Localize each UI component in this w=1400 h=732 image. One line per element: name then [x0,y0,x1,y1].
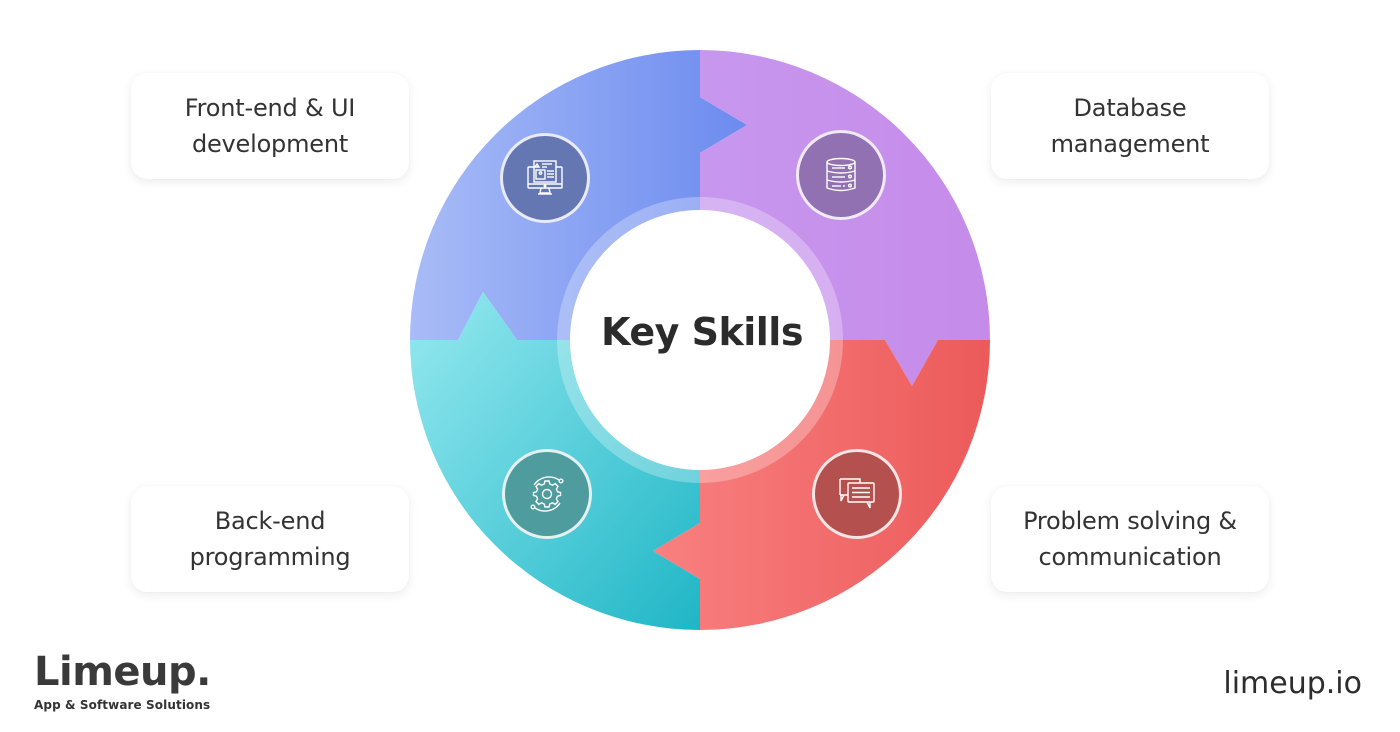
database-server-icon [826,157,856,192]
skill-card-frontend: Front-end & UI development [131,73,409,179]
skill-label: Back-end programming [189,507,351,571]
backend-icon-badge [502,449,592,539]
diagram-title: Key Skills [601,310,803,354]
logo-tagline: App & Software Solutions [34,698,211,712]
database-icon-badge [796,130,886,220]
skill-card-problem-solving: Problem solving & communication [991,486,1269,592]
skill-label: Database management [1050,94,1210,158]
communication-icon-badge [812,449,902,539]
frontend-icon-badge [500,133,590,223]
gear-orbit-icon [530,476,564,512]
skill-card-backend: Back-end programming [131,486,409,592]
skill-label: Problem solving & communication [1023,507,1237,571]
logo-name: Limeup. [34,649,211,695]
website-url: limeup.io [1223,666,1362,701]
brand-logo: Limeup. App & Software Solutions [34,650,211,712]
monitor-webpage-icon [527,160,563,195]
chat-bubbles-icon [839,478,875,509]
skill-label: Front-end & UI development [184,94,356,158]
skill-card-database: Database management [991,73,1269,179]
